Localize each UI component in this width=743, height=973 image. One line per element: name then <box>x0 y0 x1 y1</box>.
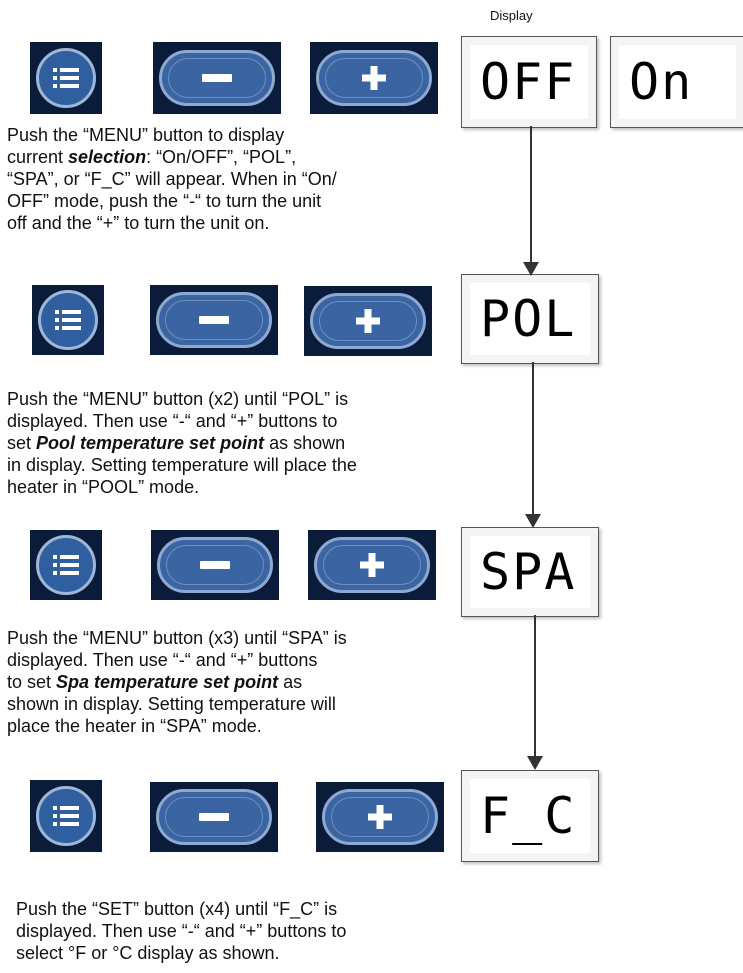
display-on-text: On <box>629 53 694 111</box>
text-line: displayed. Then use “-“ and “+” buttons … <box>16 921 347 941</box>
minus-button-tile <box>153 42 281 114</box>
text-line: heater in “POOL” mode. <box>7 477 200 497</box>
menu-button-tile <box>30 42 102 114</box>
text-line: displayed. Then use “-“ and “+” buttons <box>7 650 318 670</box>
text-line: off and the “+” to turn the unit on. <box>7 213 270 233</box>
minus-button-tile <box>150 285 278 355</box>
display-off-text: OFF <box>480 53 577 111</box>
emphasis: Spa temperature set point <box>56 672 279 692</box>
display-spa: SPA <box>461 527 599 617</box>
menu-button[interactable] <box>36 786 96 846</box>
display-pol: POL <box>461 274 599 364</box>
minus-button-tile <box>150 782 278 852</box>
list-icon <box>53 555 79 575</box>
plus-button-tile <box>310 42 438 114</box>
menu-button[interactable] <box>36 48 96 108</box>
text-line: Push the “SET” button (x4) until “F_C” i… <box>16 899 338 919</box>
text-line: to set Spa temperature set point as <box>7 672 303 692</box>
minus-button-tile <box>151 530 279 600</box>
text-line: Push the “MENU” button (x2) until “POL” … <box>7 389 349 409</box>
display-fc: F_C <box>461 770 599 862</box>
display-on: On <box>610 36 743 128</box>
plus-button[interactable] <box>322 789 438 845</box>
minus-icon <box>199 316 229 324</box>
text-line: Push the “MENU” button (x3) until “SPA” … <box>7 628 347 648</box>
plus-button-tile <box>308 530 436 600</box>
display-spa-text: SPA <box>480 543 577 601</box>
plus-button[interactable] <box>310 293 426 349</box>
text-line: set Pool temperature set point as shown <box>7 433 346 453</box>
menu-button-tile <box>30 530 102 600</box>
menu-button-tile <box>32 285 104 355</box>
display-column-label: Display <box>490 8 533 23</box>
minus-button[interactable] <box>159 50 275 106</box>
list-icon <box>55 310 81 330</box>
plus-button[interactable] <box>316 50 432 106</box>
minus-icon <box>202 74 232 82</box>
minus-button[interactable] <box>156 292 272 348</box>
step-2-text: Push the “MENU” button (x2) until “POL” … <box>7 388 467 498</box>
display-off: OFF <box>461 36 597 128</box>
text-line: “SPA”, or “F_C” will appear. When in “On… <box>7 169 337 189</box>
display-fc-text: F_C <box>480 787 577 845</box>
list-icon <box>53 806 79 826</box>
step-3-text: Push the “MENU” button (x3) until “SPA” … <box>7 627 457 737</box>
text-line: place the heater in “SPA” mode. <box>7 716 262 736</box>
emphasis: selection <box>68 147 147 167</box>
text-line: shown in display. Setting temperature wi… <box>7 694 336 714</box>
list-icon <box>53 68 79 88</box>
display-pol-text: POL <box>480 290 577 348</box>
text-line: OFF” mode, push the “-“ to turn the unit <box>7 191 322 211</box>
text-line: select °F or °C display as shown. <box>16 943 280 963</box>
emphasis: Pool temperature set point <box>36 433 265 453</box>
step-4-text: Push the “SET” button (x4) until “F_C” i… <box>16 898 476 964</box>
text-line: in display. Setting temperature will pla… <box>7 455 357 475</box>
plus-button-tile <box>304 286 432 356</box>
minus-button[interactable] <box>157 537 273 593</box>
menu-button[interactable] <box>38 290 98 350</box>
text-line: current selection: “On/OFF”, “POL”, <box>7 147 297 167</box>
plus-button[interactable] <box>314 537 430 593</box>
menu-button-tile <box>30 780 102 852</box>
minus-icon <box>200 561 230 569</box>
plus-button-tile <box>316 782 444 852</box>
menu-button[interactable] <box>36 535 96 595</box>
minus-button[interactable] <box>156 789 272 845</box>
minus-icon <box>199 813 229 821</box>
text-line: Push the “MENU” button to display <box>7 125 285 145</box>
text-line: displayed. Then use “-“ and “+” buttons … <box>7 411 338 431</box>
